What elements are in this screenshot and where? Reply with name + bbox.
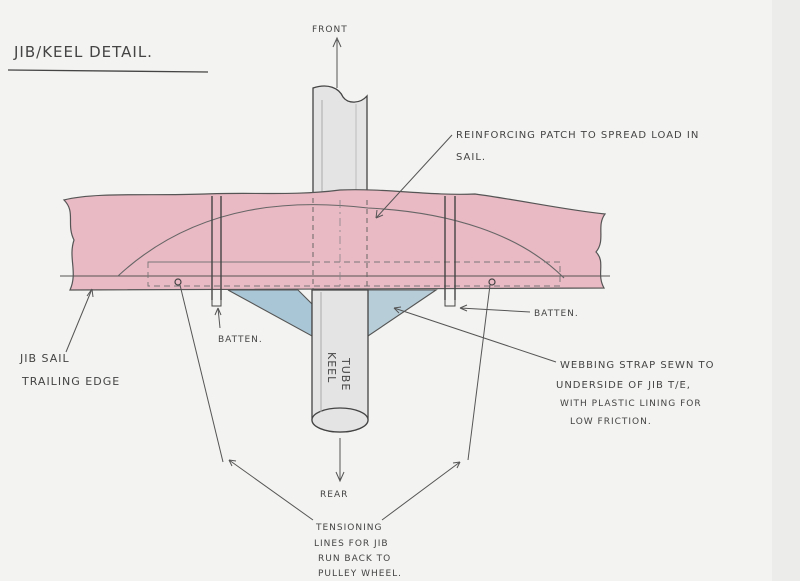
callout-tension-left-head — [228, 459, 237, 467]
jib-label-2: TRAILING EDGE — [21, 375, 120, 388]
batten-right — [444, 196, 456, 307]
grommet-right — [488, 278, 496, 286]
batten-right-label: BATTEN. — [534, 309, 579, 319]
callout-strap — [393, 307, 557, 363]
batten-left — [211, 196, 222, 307]
callout-jib-head — [86, 288, 94, 298]
callout-batten-right — [459, 307, 531, 313]
diagram-title: JIB/KEEL DETAIL. — [13, 43, 153, 61]
reinforcing-patch-arc — [117, 204, 565, 279]
callout-patch-head — [375, 209, 384, 219]
strap-label-3: WITH PLASTIC LINING FOR — [560, 399, 702, 409]
tension-line-left — [179, 284, 224, 463]
tension-line-right — [467, 284, 491, 461]
keel-label-1: KEEL — [325, 352, 338, 383]
keel-tube-end — [311, 407, 369, 433]
jib-sail — [62, 189, 607, 291]
strap-label-1: WEBBING STRAP SEWN TO — [560, 360, 715, 371]
front-arrowhead — [332, 36, 342, 48]
front-label: FRONT — [312, 25, 348, 35]
paper-edge — [772, 0, 800, 581]
strap-label-4: LOW FRICTION. — [570, 417, 652, 427]
callout-batten-right-head — [459, 304, 468, 312]
keel-label-2: TUBE — [339, 357, 352, 391]
callout-batten-left — [217, 307, 221, 329]
patch-label-2: SAIL. — [456, 152, 486, 163]
lines-label-3: RUN BACK TO — [318, 554, 391, 564]
batten-left-label: BATTEN. — [218, 335, 263, 345]
callout-strap-head — [393, 306, 402, 314]
rear-arrowhead — [335, 471, 345, 483]
lines-label-2: LINES FOR JIB — [314, 539, 389, 549]
callout-patch — [375, 134, 453, 219]
patch-dashed-outline — [147, 261, 561, 287]
keel-tube-upper — [312, 85, 368, 201]
title-underline — [7, 69, 209, 73]
callout-jib — [65, 288, 93, 353]
callout-tension-left — [228, 459, 314, 521]
jib-label-1: JIB SAIL — [19, 352, 70, 365]
strap-label-2: UNDERSIDE OF JIB T/E, — [556, 380, 691, 391]
lines-label-4: PULLEY WHEEL. — [318, 569, 402, 579]
rear-label: REAR — [320, 490, 348, 500]
grommet-left — [174, 278, 182, 286]
callout-tension-right-head — [452, 461, 461, 469]
callout-tension-right — [381, 461, 461, 521]
lines-label-1: TENSIONING — [315, 523, 382, 533]
callout-batten-left-head — [214, 307, 222, 316]
patch-label-1: REINFORCING PATCH TO SPREAD LOAD IN — [456, 130, 699, 141]
